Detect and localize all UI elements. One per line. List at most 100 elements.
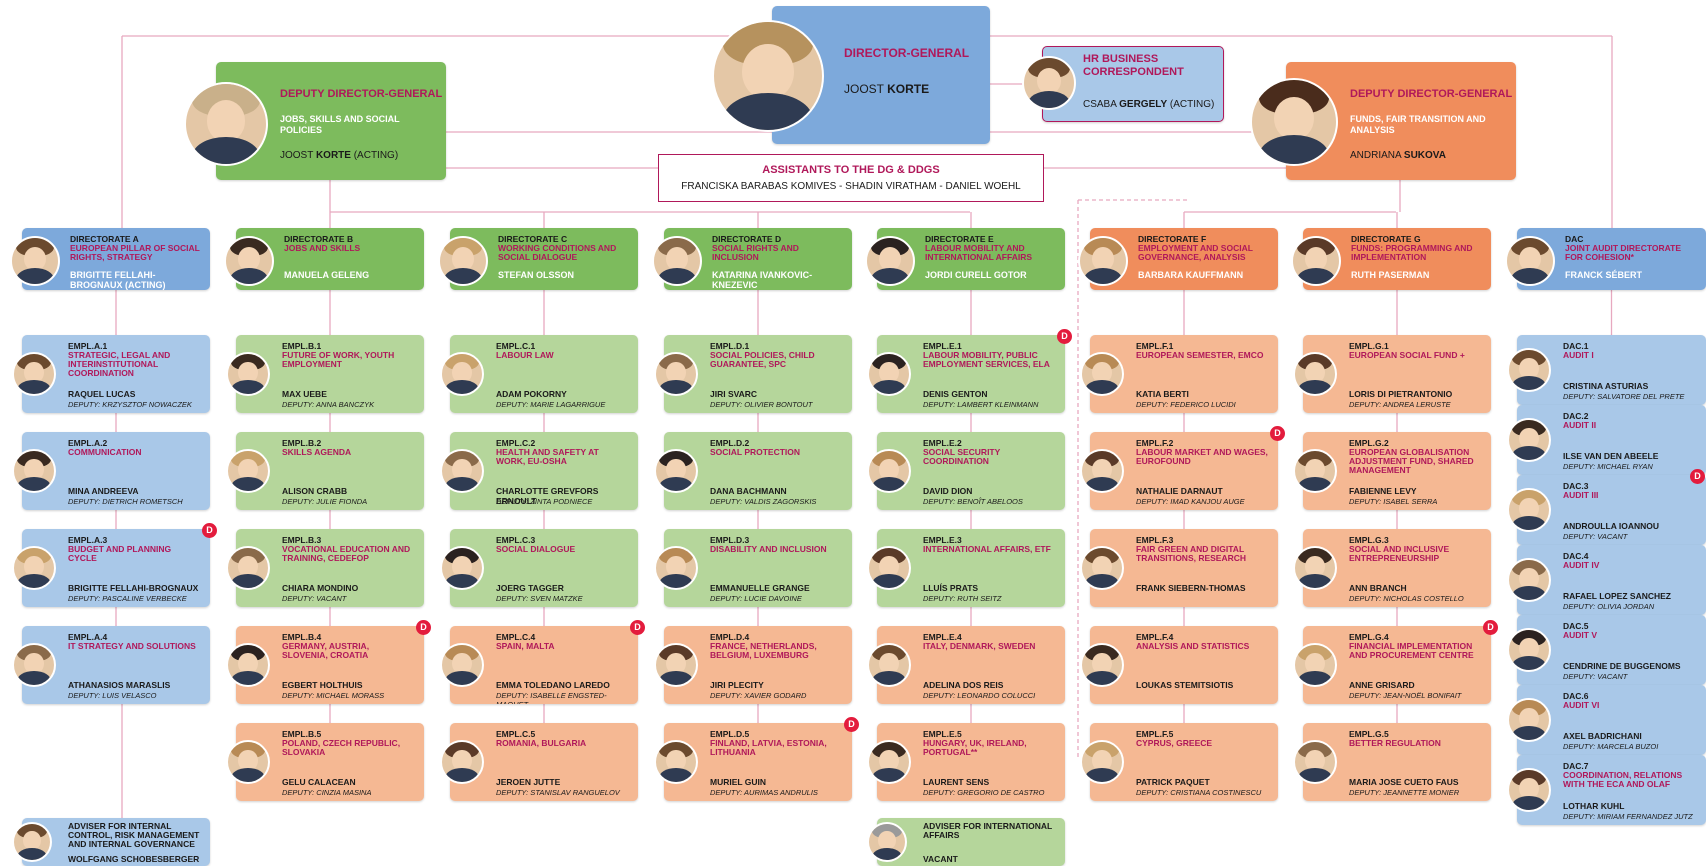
unit-head: AXEL BADRICHANI [1563,731,1642,741]
directorate-title: JOBS AND SKILLS [284,243,361,253]
directorate-title: FUNDS: PROGRAMMING AND IMPLEMENTATION [1351,243,1473,262]
unit-head-photo [1507,348,1551,392]
adviser-photo [867,822,907,862]
unit-title: FINLAND, LATVIA, ESTONIA, LITHUANIA [710,738,827,757]
unit-title: AUDIT VI [1563,700,1600,710]
unit-title: AUDIT I [1563,350,1594,360]
unit-head-photo [12,643,56,687]
directorate-code: DIRECTORATE G [1351,234,1421,244]
unit-deputy: DEPUTY: ZINTA PODNIECE [496,497,593,506]
unit-code: EMPL.C.3 [496,535,536,545]
unit-code: EMPL.G.2 [1349,438,1389,448]
unit-head-photo [867,643,911,687]
unit-code: EMPL.D.1 [710,341,750,351]
directorate-code: DIRECTORATE A [70,234,139,244]
unit-title: EUROPEAN SEMESTER, EMCO [1136,350,1264,360]
unit-title: SOCIAL PROTECTION [710,447,801,457]
unit-head-photo [867,352,911,396]
unit-head: MINA ANDREEVA [68,486,139,496]
directorate-title: EUROPEAN PILLAR OF SOCIAL RIGHTS, STRATE… [70,243,200,262]
unit-head: ANDROULLA IOANNOU [1563,521,1660,531]
unit-head-photo [1507,768,1551,812]
directorate-head-photo [1078,236,1128,286]
ddg1-photo [184,82,268,166]
unit-head: PATRICK PAQUET [1136,777,1210,787]
unit-deputy: DEPUTY: GREGORIO DE CASTRO [923,788,1045,797]
unit-title: SOCIAL AND INCLUSIVE ENTREPRENEURSHIP [1349,544,1450,563]
unit-title: FUTURE OF WORK, YOUTH EMPLOYMENT [282,350,395,369]
directorate-code: DIRECTORATE F [1138,234,1207,244]
unit-deputy: DEPUTY: SALVATORE DEL PRETE [1563,392,1685,401]
unit-deputy: DEPUTY: STANISLAV RANGUELOV [496,788,620,797]
unit-title: LABOUR LAW [496,350,554,360]
unit-deputy: DEPUTY: LUCIE DAVOINE [710,594,802,603]
dg-name: JOOST KORTE [844,82,930,96]
unit-code: DAC.1 [1563,341,1589,351]
unit-head-photo [1507,628,1551,672]
unit-head-photo [867,449,911,493]
unit-deputy: DEPUTY: ANDREA LERUSTE [1349,400,1451,409]
unit-code: EMPL.E.1 [923,341,962,351]
unit-code: EMPL.G.3 [1349,535,1389,545]
unit-deputy: DEPUTY: LEONARDO COLUCCI [923,691,1036,700]
unit-head: MURIEL GUIN [710,777,767,787]
unit-deputy: DEPUTY: ANNA BANCZYK [282,400,375,409]
unit-code: DAC.4 [1563,551,1589,561]
ddg1-subtitle: JOBS, SKILLS AND SOCIAL POLICIES [280,114,400,135]
unit-head-photo [1507,488,1551,532]
unit-code: EMPL.A.4 [68,632,108,642]
unit-deputy: DEPUTY: JEANNETTE MONIER [1349,788,1460,797]
unit-head-photo [1080,546,1124,590]
assistants-names: FRANCISKA BARABAS KOMIVES - SHADIN VIRAT… [681,181,1021,192]
unit-head: ALISON CRABB [282,486,348,496]
unit-code: EMPL.C.5 [496,729,536,739]
unit-head-photo [867,740,911,784]
unit-title: LABOUR MARKET AND WAGES, EUROFOUND [1136,447,1268,466]
unit-code: EMPL.E.5 [923,729,962,739]
deputy-badge: D [416,620,431,635]
hr-title: HR BUSINESS CORRESPONDENT [1083,53,1184,78]
unit-title: VOCATIONAL EDUCATION AND TRAINING, CEDEF… [282,544,411,563]
unit-code: EMPL.D.5 [710,729,750,739]
directorate-code: DIRECTORATE E [925,234,994,244]
ddg1-name: JOOST KORTE (ACTING) [280,150,399,161]
unit-head: EGBERT HOLTHUIS [282,680,363,690]
adviser-title: ADVISER FOR INTERNAL CONTROL, RISK MANAG… [68,821,200,849]
ddg2-subtitle: FUNDS, FAIR TRANSITION AND ANALYSIS [1350,114,1486,135]
unit-code: EMPL.B.5 [282,729,322,739]
unit-deputy: DEPUTY: SVEN MATZKE [496,594,583,603]
unit-head: KATIA BERTI [1136,389,1189,399]
unit-head-photo [440,546,484,590]
unit-head-photo [1080,740,1124,784]
unit-head-photo [1293,643,1337,687]
unit-deputy: DEPUTY: PASCALINE VERBECKE [68,594,187,603]
unit-head: BRIGITTE FELLAHI-BROGNAUX [68,583,199,593]
unit-head-photo [1507,558,1551,602]
unit-head-photo [440,740,484,784]
deputy-badge: D [1690,469,1705,484]
unit-head-photo [226,352,270,396]
unit-title: EUROPEAN SOCIAL FUND + [1349,350,1465,360]
unit-title: AUDIT IV [1563,560,1600,570]
unit-code: EMPL.E.4 [923,632,962,642]
unit-title: HUNGARY, UK, IRELAND, PORTUGAL** [923,738,1027,757]
directorate-head-photo [865,236,915,286]
deputy-badge: D [1483,620,1498,635]
unit-title: GERMANY, AUSTRIA, SLOVENIA, CROATIA [282,641,370,660]
deputy-badge: D [202,523,217,538]
unit-head: ADELINA DOS REIS [923,680,1004,690]
unit-title: COORDINATION, RELATIONS WITH THE ECA AND… [1563,770,1683,789]
unit-deputy: DEPUTY: JEAN-NOËL BONIFAIT [1349,691,1462,700]
unit-title: BETTER REGULATION [1349,738,1441,748]
unit-head: ATHANASIOS MARASLIS [68,680,171,690]
unit-title: FAIR GREEN AND DIGITAL TRANSITIONS, RESE… [1136,544,1247,563]
unit-title: ITALY, DENMARK, SWEDEN [923,641,1036,651]
unit-deputy: DEPUTY: OLIVIA JORDAN [1563,602,1655,611]
unit-head: CENDRINE DE BUGGENOMS [1563,661,1681,671]
unit-head: CHARLOTTE GREVFORS ERNOULT [496,486,599,506]
unit-deputy: DEPUTY: ISABELLE ENGSTED-MAQUET [496,691,607,704]
directorate-code: DIRECTORATE D [712,234,782,244]
ddg2-title: DEPUTY DIRECTOR-GENERAL [1350,88,1513,100]
